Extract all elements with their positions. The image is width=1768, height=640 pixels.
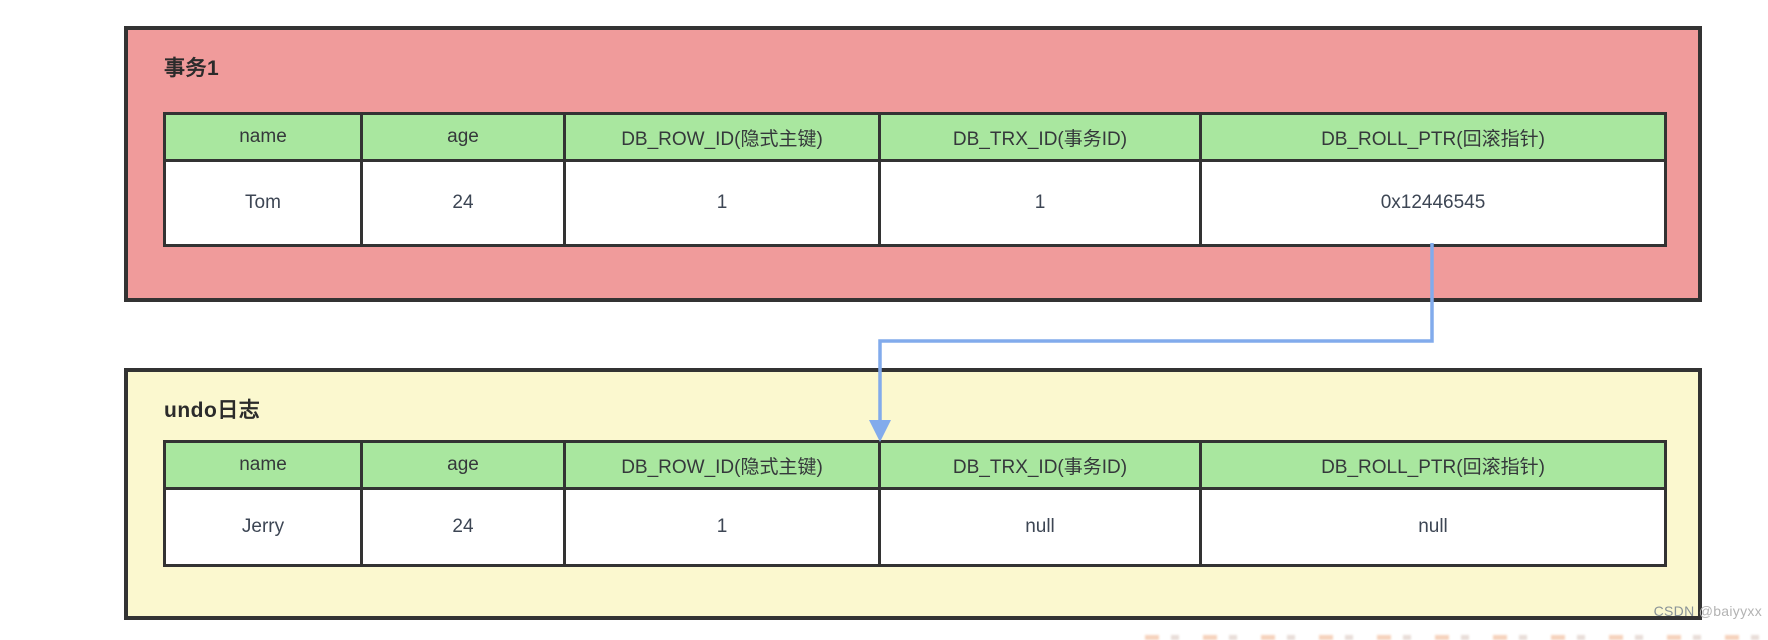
t1-header-db-row-id: DB_ROW_ID(隐式主键) bbox=[566, 115, 881, 159]
t1-cell-db-row-id: 1 bbox=[566, 162, 881, 244]
t2-header-db-row-id: DB_ROW_ID(隐式主键) bbox=[566, 443, 881, 487]
t2-cell-db-row-id: 1 bbox=[566, 490, 881, 564]
transaction1-box: 事务1 name age DB_ROW_ID(隐式主键) DB_TRX_ID(事… bbox=[124, 26, 1702, 302]
t1-header-name: name bbox=[166, 115, 363, 159]
t2-header-name: name bbox=[166, 443, 363, 487]
t2-cell-age: 24 bbox=[363, 490, 566, 564]
t1-cell-name: Tom bbox=[166, 162, 363, 244]
t1-header-db-trx-id: DB_TRX_ID(事务ID) bbox=[881, 115, 1202, 159]
undo-log-header-row: name age DB_ROW_ID(隐式主键) DB_TRX_ID(事务ID)… bbox=[166, 443, 1664, 490]
t2-header-age: age bbox=[363, 443, 566, 487]
undo-log-table: name age DB_ROW_ID(隐式主键) DB_TRX_ID(事务ID)… bbox=[163, 440, 1667, 567]
t1-header-db-roll-ptr: DB_ROLL_PTR(回滚指针) bbox=[1321, 128, 1545, 150]
t2-cell-name: Jerry bbox=[166, 490, 363, 564]
watermark-site: CSDN bbox=[1653, 603, 1695, 619]
t2-cell-db-roll-ptr: null bbox=[1418, 516, 1448, 537]
cropped-text-artifact bbox=[1145, 635, 1768, 640]
transaction1-data-row: Tom 24 1 1 0x12446545 bbox=[166, 162, 1664, 244]
t1-cell-db-trx-id: 1 bbox=[881, 162, 1202, 244]
watermark-author: @baiyyxx bbox=[1698, 603, 1762, 619]
transaction1-table: name age DB_ROW_ID(隐式主键) DB_TRX_ID(事务ID)… bbox=[163, 112, 1667, 247]
t2-header-db-trx-id: DB_TRX_ID(事务ID) bbox=[881, 443, 1202, 487]
t2-cell-db-trx-id: null bbox=[881, 490, 1202, 564]
undo-log-box: undo日志 name age DB_ROW_ID(隐式主键) DB_TRX_I… bbox=[124, 368, 1702, 620]
watermark: CSDN @baiyyxx bbox=[1654, 603, 1762, 619]
transaction1-label: 事务1 bbox=[164, 57, 220, 80]
transaction1-header-row: name age DB_ROW_ID(隐式主键) DB_TRX_ID(事务ID)… bbox=[166, 115, 1664, 162]
t1-header-age: age bbox=[363, 115, 566, 159]
t2-header-db-roll-ptr: DB_ROLL_PTR(回滚指针) bbox=[1321, 456, 1545, 478]
t1-cell-age: 24 bbox=[363, 162, 566, 244]
t1-cell-db-roll-ptr: 0x12446545 bbox=[1380, 192, 1486, 213]
undo-log-label: undo日志 bbox=[164, 399, 261, 422]
undo-log-data-row: Jerry 24 1 null null bbox=[166, 490, 1664, 564]
